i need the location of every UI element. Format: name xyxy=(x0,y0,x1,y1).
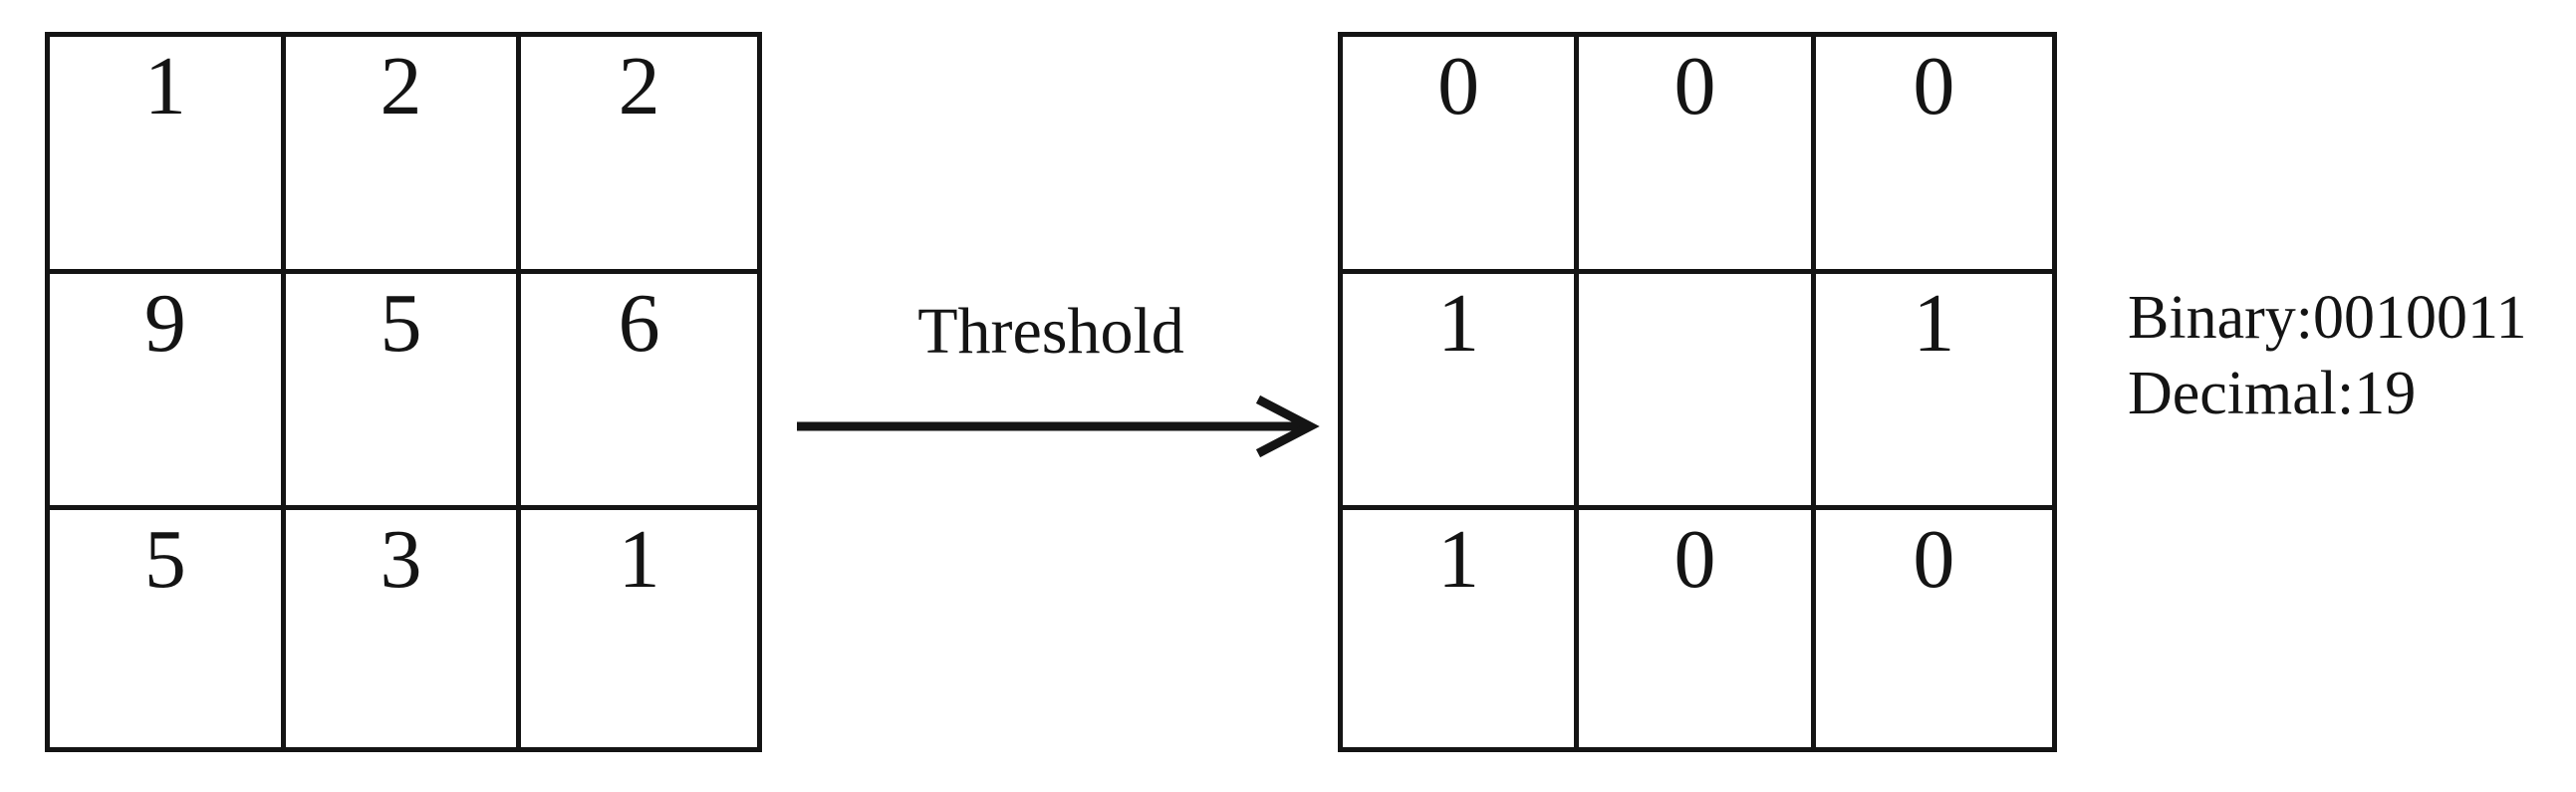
right-arrow-icon xyxy=(797,395,1320,458)
source-cell-value: 1 xyxy=(143,40,186,132)
threshold-label: Threshold xyxy=(917,295,1184,368)
binary-cell-r1c0: 1 xyxy=(1343,273,1580,511)
binary-cell-value: 1 xyxy=(1913,276,1955,370)
binary-cell-r0c0: 0 xyxy=(1343,37,1580,274)
source-cell-r1c0: 9 xyxy=(50,273,286,511)
source-cell-r2c1: 3 xyxy=(286,510,522,747)
thresholded-binary-grid: 0 0 0 1 1 1 0 0 xyxy=(1338,32,2057,752)
source-cell-r0c1: 2 xyxy=(285,37,522,274)
source-cell-value: 6 xyxy=(618,276,660,370)
binary-cell-value: 1 xyxy=(1437,513,1480,607)
binary-cell-value: 0 xyxy=(1913,513,1955,607)
source-intensity-grid: 1 2 2 9 5 6 5 3 1 xyxy=(45,32,762,752)
binary-cell-value: 0 xyxy=(1437,40,1480,132)
source-cell-r1c2: 6 xyxy=(521,274,757,511)
source-cell-r2c2: 1 xyxy=(521,510,757,747)
source-cell-value: 5 xyxy=(380,276,422,370)
binary-cell-r2c2: 0 xyxy=(1816,510,2052,747)
binary-cell-value: 0 xyxy=(1674,513,1716,607)
source-cell-value: 3 xyxy=(380,513,422,607)
source-cell-r0c0: 1 xyxy=(50,37,286,274)
source-cell-value: 5 xyxy=(143,513,186,607)
source-cell-value: 2 xyxy=(380,40,422,132)
source-cell-value: 2 xyxy=(618,40,660,132)
binary-cell-value: 1 xyxy=(1437,276,1480,370)
source-cell-value: 9 xyxy=(143,276,186,370)
threshold-operation: Threshold xyxy=(792,299,1320,473)
source-cell-r0c2: 2 xyxy=(521,37,757,274)
binary-cell-r0c2: 0 xyxy=(1815,37,2052,274)
binary-cell-r1c2: 1 xyxy=(1815,274,2052,511)
source-cell-r1c1: 5 xyxy=(285,273,522,511)
encoding-readout: Binary:0010011 Decimal:19 xyxy=(2128,281,2576,431)
binary-readout-line: Binary:0010011 xyxy=(2128,284,2527,352)
binary-cell-center-empty xyxy=(1579,273,1816,511)
binary-cell-r2c1: 0 xyxy=(1579,510,1816,747)
binary-cell-r0c1: 0 xyxy=(1579,37,1816,274)
binary-cell-value: 0 xyxy=(1913,40,1955,132)
decimal-readout-line: Decimal:19 xyxy=(2128,359,2417,427)
source-cell-value: 1 xyxy=(618,513,660,607)
binary-cell-r2c0: 1 xyxy=(1343,510,1580,747)
source-cell-r2c0: 5 xyxy=(50,510,286,747)
binary-cell-value: 0 xyxy=(1674,40,1716,132)
